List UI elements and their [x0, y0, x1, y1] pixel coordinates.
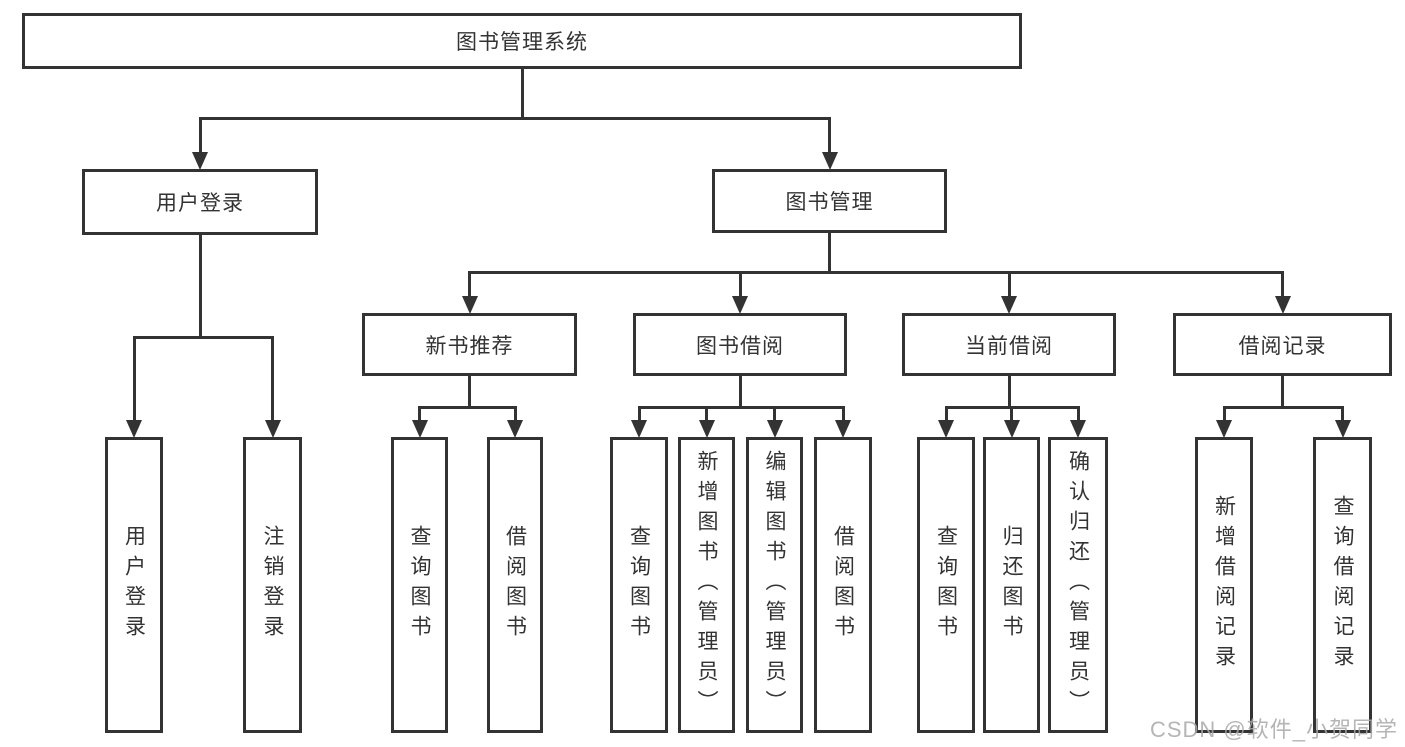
arrowhead-icon-current-borrow	[1001, 296, 1017, 314]
node-leaf-query-book-2: 查询图书	[610, 437, 668, 733]
node-label-leaf-borrow-book-1: 借阅图书	[503, 525, 527, 645]
arrowhead-icon-borrow-record	[1274, 296, 1291, 314]
edge-stub-new-book-rec	[468, 376, 471, 407]
edge-stub-book-mgmt	[828, 233, 831, 272]
node-label-leaf-query-book-1: 查询图书	[408, 525, 432, 645]
node-leaf-borrow-book-2: 借阅图书	[814, 437, 872, 733]
arrowhead-icon-leaf-query-book-2	[631, 420, 647, 438]
arrowhead-icon-leaf-borrow-book-2	[835, 420, 851, 438]
edge-drop-new-book-rec	[468, 272, 471, 299]
edge-stub-book-borrow	[738, 376, 742, 407]
edge-rail-book-borrow	[637, 405, 845, 409]
node-label-book-mgmt: 图书管理	[785, 191, 874, 214]
arrowhead-icon-user-login	[192, 152, 208, 170]
node-label-current-borrow: 当前借阅	[965, 334, 1053, 358]
arrowhead-icon-leaf-user-login	[126, 420, 142, 438]
node-label-root: 图书管理系统	[456, 31, 588, 54]
node-label-leaf-query-book-2: 查询图书	[627, 525, 651, 645]
node-current-borrow: 当前借阅	[902, 313, 1116, 376]
edge-drop-leaf-borrow-book-2	[841, 407, 845, 423]
edge-stub-current-borrow	[1007, 376, 1011, 407]
node-label-leaf-edit-book: 编辑图书（管理员）	[763, 450, 787, 720]
edge-rail-root	[198, 116, 831, 120]
node-leaf-query-book-3: 查询图书	[917, 437, 975, 733]
node-leaf-return-book: 归还图书	[983, 437, 1040, 733]
edge-rail-borrow-record	[1222, 405, 1344, 409]
node-leaf-add-borrow-record: 新增借阅记录	[1195, 437, 1253, 733]
node-label-leaf-return-book: 归还图书	[1000, 525, 1024, 645]
edge-drop-leaf-query-borrow-record	[1341, 407, 1344, 423]
edge-drop-book-borrow	[738, 272, 742, 299]
edge-drop-leaf-add-borrow-record	[1222, 407, 1226, 423]
edge-rail-new-book-rec	[418, 405, 517, 409]
node-label-book-borrow: 图书借阅	[696, 334, 784, 358]
csdn-watermark: CSDN @软件_小贺同学	[1149, 717, 1398, 742]
edge-drop-user-login	[198, 118, 202, 155]
node-leaf-user-login: 用户登录	[105, 437, 163, 733]
node-leaf-query-borrow-record: 查询借阅记录	[1313, 437, 1372, 733]
node-label-leaf-add-book: 新增图书（管理员）	[695, 450, 719, 720]
arrowhead-icon-new-book-rec	[461, 296, 478, 314]
node-leaf-borrow-book-1: 借阅图书	[487, 437, 543, 733]
edge-drop-current-borrow	[1007, 272, 1011, 299]
edge-drop-leaf-logout	[271, 337, 274, 423]
node-borrow-record: 借阅记录	[1173, 313, 1392, 376]
node-label-leaf-add-borrow-record: 新增借阅记录	[1212, 495, 1236, 675]
arrowhead-icon-leaf-add-book	[698, 420, 715, 438]
node-user-login: 用户登录	[82, 169, 318, 235]
arrowhead-icon-book-borrow	[732, 296, 748, 314]
edge-drop-leaf-return-book	[1010, 407, 1013, 423]
arrowhead-icon-leaf-confirm-return	[1070, 420, 1086, 438]
node-label-user-login: 用户登录	[156, 192, 244, 215]
edge-stub-borrow-record	[1281, 376, 1284, 407]
arrowhead-icon-leaf-return-book	[1003, 420, 1020, 438]
arrowhead-icon-leaf-edit-book	[766, 420, 783, 438]
node-book-mgmt: 图书管理	[712, 169, 947, 233]
arrowhead-icon-leaf-borrow-book-1	[507, 420, 523, 438]
arrowhead-icon-leaf-query-book-1	[411, 420, 428, 438]
node-label-leaf-logout: 注销登录	[261, 525, 285, 645]
node-label-leaf-borrow-book-2: 借阅图书	[831, 525, 855, 645]
node-label-leaf-query-book-3: 查询图书	[934, 525, 958, 645]
edge-stub-root	[520, 69, 524, 118]
node-label-leaf-confirm-return: 确认归还（管理员）	[1066, 450, 1090, 720]
edge-rail-book-mgmt	[468, 270, 1284, 274]
edge-drop-book-mgmt	[828, 118, 831, 155]
edge-drop-leaf-confirm-return	[1076, 407, 1080, 423]
arrowhead-icon-leaf-query-borrow-record	[1334, 420, 1351, 438]
arrowhead-icon-leaf-query-book-3	[938, 420, 954, 438]
arrowhead-icon-book-mgmt	[821, 152, 838, 170]
edge-rail-user-login	[132, 335, 274, 339]
node-root: 图书管理系统	[22, 13, 1022, 69]
edge-drop-leaf-query-book-3	[944, 407, 948, 423]
edge-drop-leaf-user-login	[132, 337, 136, 423]
edge-drop-borrow-record	[1281, 272, 1284, 299]
node-leaf-logout: 注销登录	[243, 437, 302, 733]
node-book-borrow: 图书借阅	[633, 313, 847, 376]
node-leaf-add-book: 新增图书（管理员）	[678, 437, 735, 733]
arrowhead-icon-leaf-logout	[264, 420, 281, 438]
edge-drop-leaf-borrow-book-1	[513, 407, 517, 423]
edge-drop-leaf-query-book-1	[418, 407, 421, 423]
node-label-leaf-query-borrow-record: 查询借阅记录	[1331, 495, 1355, 675]
arrowhead-icon-leaf-add-borrow-record	[1216, 420, 1232, 438]
edge-stub-user-login	[198, 235, 202, 337]
node-new-book-rec: 新书推荐	[362, 313, 577, 376]
edge-drop-leaf-query-book-2	[637, 407, 641, 423]
node-leaf-edit-book: 编辑图书（管理员）	[746, 437, 803, 733]
edge-drop-leaf-edit-book	[773, 407, 776, 423]
edge-drop-leaf-add-book	[705, 407, 708, 423]
node-label-borrow-record: 借阅记录	[1238, 334, 1327, 358]
node-leaf-query-book-1: 查询图书	[391, 437, 448, 733]
node-leaf-confirm-return: 确认归还（管理员）	[1048, 437, 1108, 733]
node-label-leaf-user-login: 用户登录	[122, 525, 146, 645]
node-label-new-book-rec: 新书推荐	[425, 334, 514, 358]
